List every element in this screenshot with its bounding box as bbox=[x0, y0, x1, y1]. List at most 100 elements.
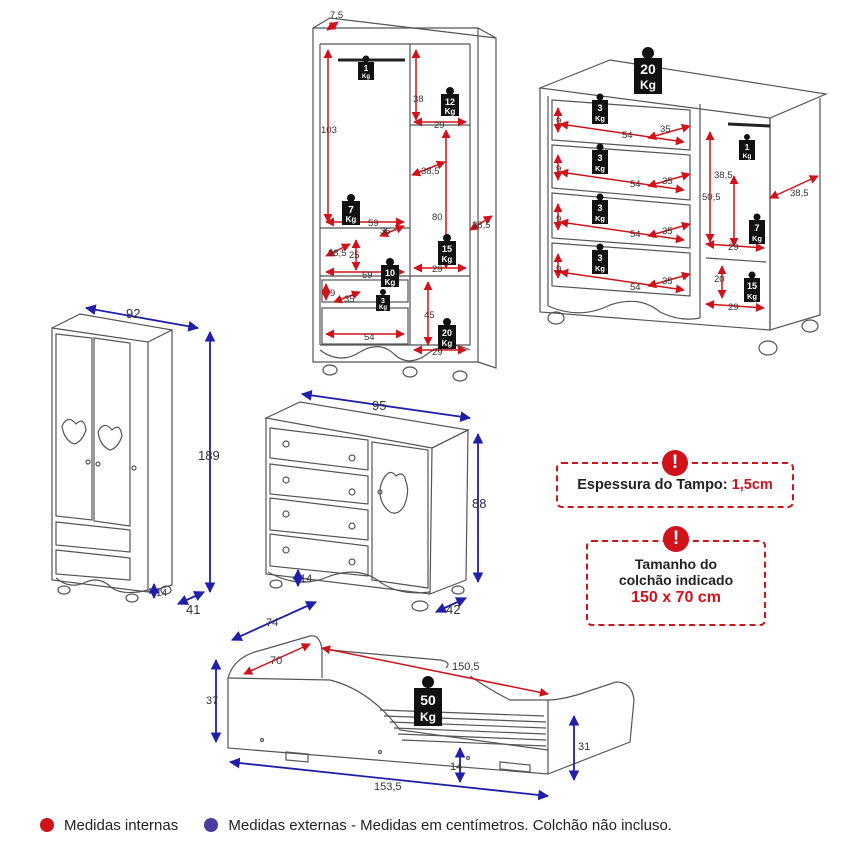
label-drawer-width-2: 54 bbox=[630, 179, 641, 190]
svg-text:20: 20 bbox=[640, 61, 656, 77]
weight-tag-dresser-rail: 1 Kg bbox=[739, 134, 755, 160]
label-bed-depth-outer: 74 bbox=[266, 617, 278, 629]
label-top-depth: 7,5 bbox=[330, 10, 343, 21]
svg-text:Kg: Kg bbox=[752, 234, 762, 243]
svg-text:15: 15 bbox=[442, 244, 452, 254]
weight-tag-bottom: 20 Kg bbox=[438, 318, 456, 349]
label-drawer-depth-3: 35 bbox=[662, 226, 673, 237]
svg-text:3: 3 bbox=[597, 103, 602, 113]
svg-text:Kg: Kg bbox=[385, 278, 396, 287]
label-right-depth: 38,5 bbox=[421, 166, 440, 177]
svg-text:20: 20 bbox=[442, 328, 452, 338]
label-upper-shelf: 38 bbox=[413, 94, 424, 105]
label-door-depth: 38,5 bbox=[790, 188, 809, 199]
svg-text:10: 10 bbox=[385, 268, 395, 278]
label-hang-width: 59 bbox=[368, 218, 379, 229]
svg-text:15: 15 bbox=[747, 281, 757, 291]
label-door-height: 38,5 bbox=[714, 170, 733, 181]
dresser-internal-dimensions bbox=[553, 107, 819, 312]
svg-text:3: 3 bbox=[597, 153, 602, 163]
svg-text:Kg: Kg bbox=[420, 710, 436, 724]
label-wardrobe-width: 92 bbox=[126, 306, 140, 321]
wardrobe-internal-dimensions bbox=[321, 21, 493, 355]
dim-shelf-depth bbox=[379, 224, 405, 238]
label-drawer-depth-4: 35 bbox=[662, 276, 673, 287]
label-mid-depth: 38,5 bbox=[328, 248, 347, 259]
svg-text:Kg: Kg bbox=[379, 305, 387, 311]
svg-text:Kg: Kg bbox=[362, 74, 370, 80]
weight-tag-drawer: 3 Kg bbox=[376, 289, 390, 311]
svg-text:Kg: Kg bbox=[346, 215, 357, 224]
dim-mid-depth bbox=[325, 243, 351, 257]
label-door-total: 50,5 bbox=[702, 192, 721, 203]
svg-text:12: 12 bbox=[445, 97, 455, 107]
mattress-size-value: 150 x 70 cm bbox=[631, 589, 721, 606]
label-mid-width: 59 bbox=[362, 270, 373, 281]
weight-tag-dresser-top: 20 Kg bbox=[634, 47, 662, 94]
label-mid-height: 25 bbox=[349, 250, 360, 261]
alert-icon: ! bbox=[663, 526, 689, 552]
label-dresser-feet: 14 bbox=[300, 573, 312, 585]
bed-internal-dimensions bbox=[243, 643, 549, 697]
label-bed-length-inner: 150,5 bbox=[452, 661, 480, 673]
label-bed-height-head: 37 bbox=[206, 695, 218, 707]
tabletop-thickness-prefix: Espessura do Tampo: bbox=[577, 477, 732, 493]
label-lower-width: 29 bbox=[432, 347, 443, 358]
label-side-depth: 38,5 bbox=[472, 220, 491, 231]
label-dresser-width: 95 bbox=[372, 398, 386, 413]
svg-text:Kg: Kg bbox=[640, 78, 656, 92]
legend-external: Medidas externas - Medidas em centímetro… bbox=[228, 817, 672, 834]
weight-tag-dresser-drawer-3: 3 Kg bbox=[592, 193, 608, 224]
svg-text:1: 1 bbox=[364, 64, 369, 73]
wardrobe-internal-drawing bbox=[312, 17, 497, 382]
tabletop-thickness-text: Espessura do Tampo: 1,5cm bbox=[558, 477, 792, 493]
label-lower-width: 29 bbox=[728, 302, 739, 313]
svg-text:Kg: Kg bbox=[595, 264, 605, 273]
weight-tag-shelf-top: 12 Kg bbox=[441, 87, 459, 116]
label-hang-height: 103 bbox=[321, 125, 337, 136]
label-bed-clearance: 14 bbox=[450, 761, 462, 773]
svg-text:Kg: Kg bbox=[442, 255, 453, 264]
weight-tag-rail: 1 Kg bbox=[358, 55, 374, 80]
label-wardrobe-feet: 14 bbox=[156, 588, 168, 599]
label-drawer-depth-1: 35 bbox=[660, 124, 671, 135]
svg-text:Kg: Kg bbox=[445, 107, 456, 116]
svg-text:1: 1 bbox=[745, 143, 750, 152]
wardrobe-external-drawing bbox=[51, 313, 173, 603]
label-drawer-depth-2: 35 bbox=[662, 176, 673, 187]
svg-text:7: 7 bbox=[754, 223, 759, 233]
dresser-external-dimensions bbox=[292, 390, 484, 613]
svg-text:3: 3 bbox=[381, 298, 385, 305]
label-drawer-height: 9 bbox=[330, 288, 335, 299]
label-door-width: 29 bbox=[728, 242, 739, 253]
svg-text:50: 50 bbox=[420, 692, 436, 708]
label-drawer-width-4: 54 bbox=[630, 282, 641, 293]
label-bed-height-foot: 31 bbox=[578, 741, 590, 753]
legend: Medidas internas Medidas externas - Medi… bbox=[40, 817, 672, 834]
label-drawer-depth: 35 bbox=[344, 294, 355, 305]
label-lower-height: 45 bbox=[424, 310, 435, 321]
legend-internal: Medidas internas bbox=[64, 817, 179, 834]
svg-text:Kg: Kg bbox=[595, 164, 605, 173]
dim-side-depth bbox=[469, 215, 493, 231]
svg-text:3: 3 bbox=[597, 253, 602, 263]
label-drawer-height-1: 9 bbox=[556, 116, 561, 127]
weight-tag-right-mid: 15 Kg bbox=[438, 234, 456, 265]
mattress-size-callout: ! Tamanho do colchão indicado 150 x 70 c… bbox=[586, 526, 766, 626]
bed-external-dimensions bbox=[210, 601, 580, 801]
label-right-width-mid: 29 bbox=[432, 264, 443, 275]
weight-tag-mid-shelf: 10 Kg bbox=[381, 258, 399, 287]
mattress-line-2: colchão indicado bbox=[618, 572, 734, 588]
label-drawer-height-4: 9 bbox=[556, 264, 561, 275]
weight-tag-dresser-drawer-4: 3 Kg bbox=[592, 243, 608, 274]
label-wardrobe-height: 189 bbox=[198, 448, 220, 463]
wardrobe-external-dimensions bbox=[84, 304, 216, 605]
svg-text:Kg: Kg bbox=[442, 339, 453, 348]
dim-drawer-depth bbox=[333, 290, 361, 304]
label-dresser-depth: 42 bbox=[446, 602, 460, 617]
label-drawer-width-3: 54 bbox=[630, 229, 641, 240]
dresser-external-drawing bbox=[264, 401, 470, 612]
label-drawer-width: 54 bbox=[364, 332, 375, 343]
weight-tag-dresser-door-shelf: 7 Kg bbox=[749, 213, 765, 244]
